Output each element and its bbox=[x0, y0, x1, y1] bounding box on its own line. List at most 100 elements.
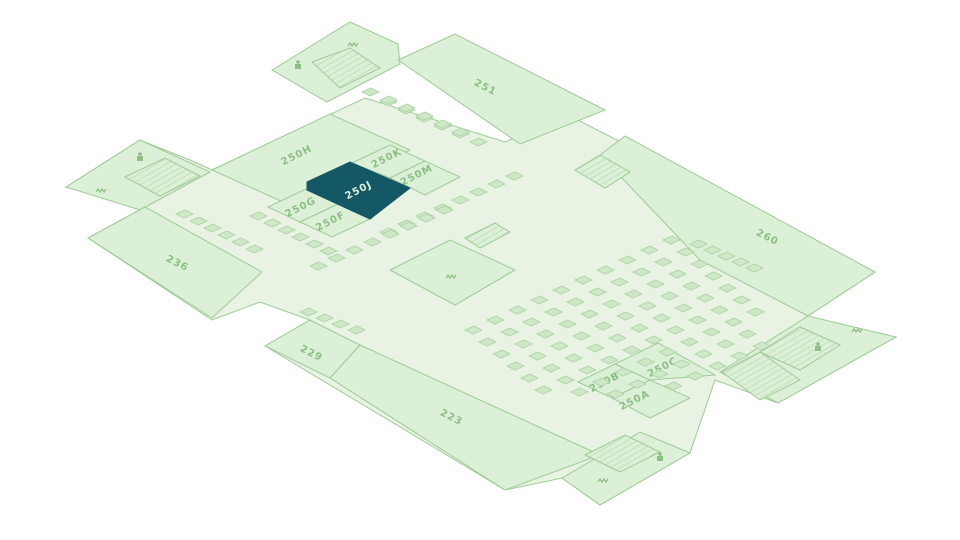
desk bbox=[542, 363, 561, 373]
desk bbox=[505, 171, 524, 181]
desk bbox=[417, 213, 436, 223]
desk bbox=[245, 244, 264, 254]
desk bbox=[574, 275, 593, 285]
restroom-icon[interactable] bbox=[137, 152, 143, 161]
desk bbox=[175, 209, 194, 219]
desk bbox=[500, 327, 519, 337]
desk bbox=[672, 359, 691, 369]
desk bbox=[556, 375, 575, 385]
desk bbox=[600, 355, 619, 365]
restroom-icon[interactable] bbox=[295, 60, 301, 69]
desk bbox=[738, 329, 757, 339]
desk bbox=[319, 246, 338, 256]
desk bbox=[277, 225, 296, 235]
desk bbox=[291, 232, 310, 242]
desk bbox=[646, 279, 665, 289]
desk bbox=[534, 385, 553, 395]
desk bbox=[704, 271, 723, 281]
desk bbox=[622, 345, 641, 355]
desk bbox=[469, 187, 488, 197]
central-atrium bbox=[388, 222, 517, 306]
desk bbox=[745, 263, 764, 273]
desk bbox=[570, 387, 589, 397]
desk bbox=[718, 283, 737, 293]
room-250F[interactable]: 250F bbox=[298, 202, 374, 238]
desk bbox=[716, 339, 735, 349]
desk bbox=[508, 305, 527, 315]
restroom-icon[interactable] bbox=[95, 187, 107, 194]
desk bbox=[732, 295, 751, 305]
desk bbox=[520, 373, 539, 383]
desk bbox=[746, 307, 765, 317]
desk bbox=[614, 367, 633, 377]
room-251[interactable]: 251 bbox=[396, 33, 607, 145]
desk bbox=[203, 223, 222, 233]
desk bbox=[658, 347, 677, 357]
desk bbox=[730, 351, 749, 361]
desk bbox=[666, 325, 685, 335]
desk bbox=[528, 351, 547, 361]
desk bbox=[381, 229, 400, 239]
desk bbox=[492, 349, 511, 359]
desk bbox=[752, 341, 771, 351]
room-250J-selected[interactable]: 250J bbox=[306, 161, 411, 220]
desk bbox=[602, 299, 621, 309]
stairs-icon[interactable] bbox=[445, 273, 457, 280]
desk bbox=[588, 287, 607, 297]
desk bbox=[680, 337, 699, 347]
desk bbox=[514, 339, 533, 349]
desk bbox=[644, 335, 663, 345]
desk bbox=[397, 103, 416, 113]
room-250C[interactable]: 250C bbox=[613, 342, 717, 381]
desk bbox=[690, 259, 709, 269]
desk bbox=[616, 311, 635, 321]
restroom-icon[interactable] bbox=[597, 477, 609, 484]
desk bbox=[572, 331, 591, 341]
desk bbox=[731, 257, 750, 267]
desk bbox=[694, 349, 713, 359]
room-250A[interactable]: 250A bbox=[610, 379, 692, 419]
desk bbox=[249, 211, 268, 221]
room-260[interactable]: 260 bbox=[599, 135, 876, 317]
room-250H[interactable]: 250H bbox=[210, 113, 412, 207]
restroom-icon[interactable] bbox=[347, 41, 359, 48]
desk bbox=[530, 295, 549, 305]
desk bbox=[682, 281, 701, 291]
desk bbox=[550, 341, 569, 351]
desk bbox=[263, 218, 282, 228]
desk bbox=[544, 307, 563, 317]
desk bbox=[331, 319, 350, 329]
desk bbox=[469, 137, 488, 147]
desk bbox=[399, 221, 418, 231]
desk bbox=[668, 269, 687, 279]
desk bbox=[415, 111, 434, 121]
desk bbox=[702, 327, 721, 337]
desk bbox=[217, 230, 236, 240]
desk bbox=[650, 369, 669, 379]
desk bbox=[536, 329, 555, 339]
desk bbox=[309, 261, 328, 271]
desk bbox=[630, 323, 649, 333]
desk bbox=[315, 313, 334, 323]
desk bbox=[624, 289, 643, 299]
desk bbox=[708, 361, 727, 371]
restroom-icon[interactable] bbox=[815, 342, 821, 351]
desk bbox=[464, 325, 483, 335]
restroom-icon[interactable] bbox=[657, 452, 663, 461]
desk bbox=[664, 381, 683, 391]
desk bbox=[580, 309, 599, 319]
desk bbox=[724, 317, 743, 327]
desk bbox=[618, 255, 637, 265]
desk bbox=[478, 337, 497, 347]
desk bbox=[640, 245, 659, 255]
desk bbox=[676, 247, 695, 257]
desk bbox=[686, 371, 705, 381]
restroom-icon[interactable] bbox=[851, 327, 863, 334]
desk bbox=[558, 319, 577, 329]
desk bbox=[451, 195, 470, 205]
desk bbox=[435, 205, 454, 215]
room-236[interactable]: 236 bbox=[87, 206, 263, 319]
room-229[interactable]: 229 bbox=[263, 319, 361, 379]
desk bbox=[606, 389, 625, 399]
desk bbox=[717, 251, 736, 261]
